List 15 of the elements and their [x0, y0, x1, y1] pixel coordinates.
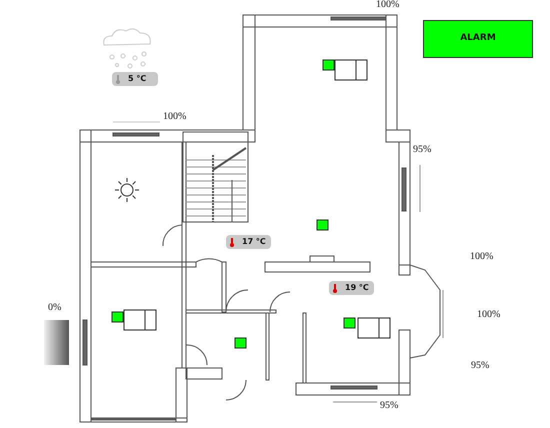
temperature-value: 5 °C — [128, 73, 146, 85]
temperature-value: 17 °C — [242, 236, 266, 248]
alarm-button: ALARM — [423, 20, 533, 58]
temperature-badge — [112, 72, 158, 86]
shutter-percentage: 95% — [471, 361, 490, 371]
temperature-badge — [226, 235, 271, 249]
temperature-value: 19 °C — [345, 282, 369, 294]
temperature-badge — [329, 281, 374, 295]
shutter-percentage: 95% — [380, 401, 398, 411]
shutter-percentage: 95% — [413, 145, 432, 155]
shutter-percentage: 100% — [470, 252, 494, 262]
shutter-percentage: 0% — [48, 303, 62, 313]
shutter-percentage: 100% — [376, 0, 400, 10]
shutter-percentage: 100% — [163, 112, 186, 122]
shutter-percentage: 100% — [477, 310, 500, 320]
